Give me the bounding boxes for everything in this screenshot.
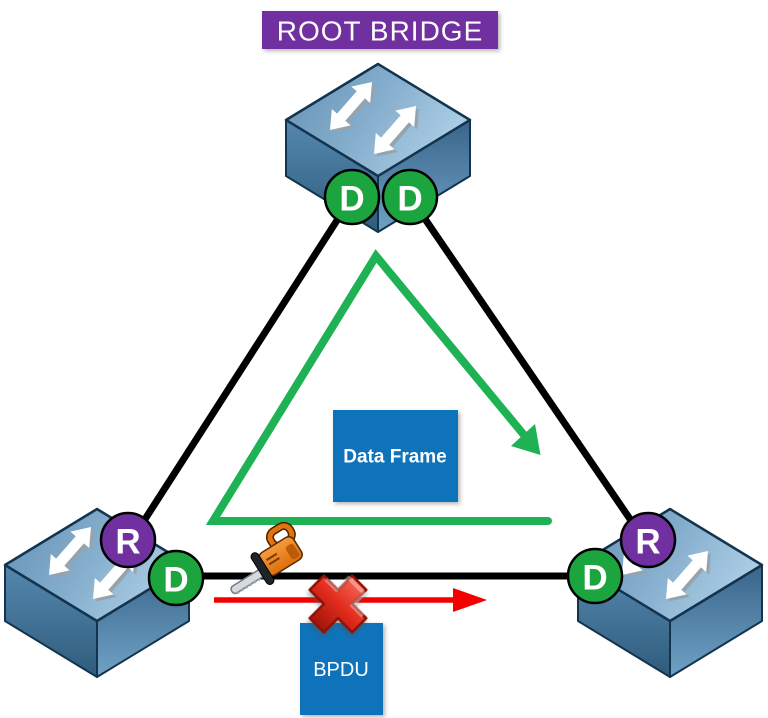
link-lines [128,195,648,580]
port-badge-left-designated [147,549,205,607]
port-badge-right-root [619,511,677,569]
root-bridge-label-bg [262,11,498,49]
link-root-to-right [407,195,648,543]
port-badges: D D R D R D [99,168,677,607]
port-badge-root-left-designated [323,168,381,226]
data-frame-flow-path [205,249,552,525]
data-frame-label: Data Frame [343,447,447,468]
bpdu-arrowhead-icon [453,588,487,612]
bpdu-label: BPDU [313,659,369,681]
port-label: D [582,559,607,598]
port-badge-left-root [99,511,157,569]
port-badge-root-right-designated [381,168,439,226]
port-badge-right-designated [566,547,624,605]
root-bridge-label: ROOT BRIDGE [277,16,484,47]
blocked-x-icon [308,574,368,634]
link-root-to-left [128,195,355,543]
data-frame-box-bg [333,410,458,502]
port-label: D [339,180,364,219]
port-label: D [163,561,188,600]
port-label: D [397,180,422,219]
port-label: R [115,523,140,562]
root-bridge-banner: ROOT BRIDGE [262,11,498,49]
port-label: R [635,523,660,562]
data-frame-box: Data Frame [333,410,458,502]
flow-path-line [205,249,552,525]
bpdu-box: BPDU [300,623,383,715]
flow-arrowhead-icon [511,424,541,455]
chainsaw-icon [230,521,303,595]
bpdu-box-bg [300,623,383,715]
